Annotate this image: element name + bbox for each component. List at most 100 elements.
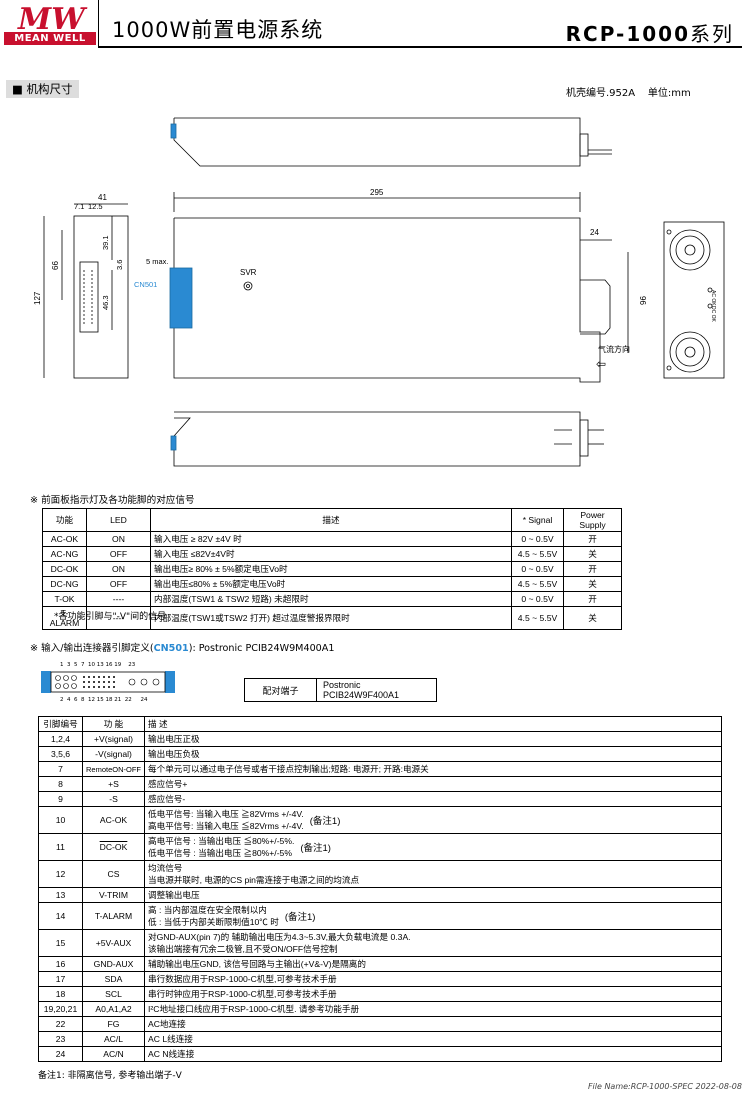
pin-number: 15 [38,929,83,957]
led-table-title: ※ 前面板指示灯及各功能脚的对应信号 [30,495,195,506]
pin-desc-note: (备注1) [284,912,316,923]
led-col-led: LED [86,508,151,532]
pin-desc: AC N线连接 [144,1046,722,1062]
series-suffix: 系列 [690,22,734,46]
pin-number: 24 [38,1046,83,1062]
pin-number: 13 [38,887,83,903]
led-desc: 输入电压 ≤82V±4V时 [150,546,512,562]
pin-function: -S [82,791,145,807]
pin-number: 1,2,4 [38,731,83,747]
pin-desc-line: 辅助输出电压GND, 该信号回路与主输出(+V&-V)是隔离的 [148,959,366,969]
pin-desc: I²C地址接口线应用于RSP-1000-C机型. 请参考功能手册 [144,1001,722,1017]
led-desc: 内部温度(TSW1 & TSW2 短路) 未超限时 [150,591,512,607]
pin-number: 10 [38,806,83,834]
pin-number: 16 [38,956,83,972]
pin-function: AC-OK [82,806,145,834]
pin-desc: 高 : 当内部温度在安全限制以内低 : 当低于内部关断限制值10℃ 时(备注1) [144,902,722,930]
label-cn501-front: CN501 [134,280,157,289]
pin-desc: 辅助输出电压GND, 该信号回路与主输出(+V&-V)是隔离的 [144,956,722,972]
pin-desc-line: 串行时钟应用于RSP-1000-C机型,可参考技术手册 [148,989,337,999]
pin-desc-note: (备注1) [300,843,331,854]
pin-col-desc: 描 述 [144,716,722,732]
label-svr: SVR [240,268,257,277]
pin-desc-line: 低 : 当低于内部关断限制值10℃ 时 [148,917,279,927]
pin-function: AC/N [82,1046,145,1062]
led-col-supply: Power Supply [563,508,622,532]
dim-5max: 5 max. [146,257,169,266]
led-desc: 输入电压 ≥ 82V ±4V 时 [150,531,512,547]
led-supply: 关 [563,576,622,592]
series-name: RCP-1000系列 [566,18,734,47]
pin-table-row: 1,2,4+V(signal)输出电压正极 [38,731,722,747]
pin-desc: 每个单元可以通过电子信号或者干接点控制输出;短路: 电源开; 开路:电源关 [144,761,722,777]
pin-function: FG [82,1016,145,1032]
front-view [73,215,129,379]
pin-function: +V(signal) [82,731,145,747]
led-state: ---- [86,606,151,630]
mate-label: 配对端子 [244,678,317,702]
meanwell-logo: MW MEAN WELL [4,2,96,46]
dim-96: 96 [638,296,647,305]
connector-drawing [41,671,175,693]
pin-number: 3,5,6 [38,746,83,762]
header-divider [98,0,99,48]
led-function: T-ALARM [42,606,87,630]
led-signal: 4.5 ~ 5.5V [511,606,564,630]
pin-number: 18 [38,986,83,1002]
pin-number: 8 [38,776,83,792]
pin-function: SDA [82,971,145,987]
led-state: OFF [86,576,151,592]
pin-function: -V(signal) [82,746,145,762]
airflow-arrow-icon: ⇦ [596,357,606,371]
pin-desc: 高电平信号 : 当输出电压 ≦80%+/-5%.低电平信号 : 当输出电压 ≧8… [144,833,722,861]
pin-table-header: 引脚编号 功 能 描 述 [38,716,722,732]
led-col-function: 功能 [42,508,87,532]
pin-table-row: 3,5,6-V(signal)输出电压负极 [38,746,722,762]
pin-desc-line: 低电平信号: 当输入电压 ≧82Vrms +/-4V. [148,809,304,819]
dim-12-5: 12.5 [88,202,103,211]
pin-number: 11 [38,833,83,861]
led-function: DC-NG [42,576,87,592]
connector-top-pins: 1 3 5 7 10 13 16 19 23 [60,662,136,668]
led-signal: 4.5 ~ 5.5V [511,546,564,562]
pin-desc-line: 调整输出电压 [148,890,200,900]
connector-title: ※ 输入/输出连接器引脚定义(CN501): Postronic PCIB24W… [30,640,334,654]
led-supply: 开 [563,561,622,577]
led-supply: 开 [563,591,622,607]
pin-desc-note: (备注1) [309,816,341,827]
case-info: 机壳编号.952A 单位:mm [566,84,691,99]
side-view [169,217,611,383]
pin-function: AC/L [82,1031,145,1047]
led-function: AC-OK [42,531,87,547]
pin-number: 14 [38,902,83,930]
led-function: AC-NG [42,546,87,562]
pin-number: 23 [38,1031,83,1047]
led-signal: 0 ~ 0.5V [511,561,564,577]
dim-7-1: 7.1 [74,202,84,211]
dim-39-1: 39.1 [101,235,110,250]
pin-desc-line: 感应信号- [148,794,186,804]
mating-terminal-table: 配对端子 Postronic PCIB24W9F400A1 [244,678,437,702]
pin-number: 12 [38,860,83,888]
pin-desc-line: 每个单元可以通过电子信号或者干接点控制输出;短路: 电源开; 开路:电源关 [148,764,429,774]
led-table-header: 功能 LED 描述 * Signal Power Supply [42,508,622,532]
pin-desc: 串行时钟应用于RSP-1000-C机型,可参考技术手册 [144,986,722,1002]
led-signal: 4.5 ~ 5.5V [511,576,564,592]
pin-function: GND-AUX [82,956,145,972]
pin-desc: AC地连接 [144,1016,722,1032]
led-state: OFF [86,546,151,562]
